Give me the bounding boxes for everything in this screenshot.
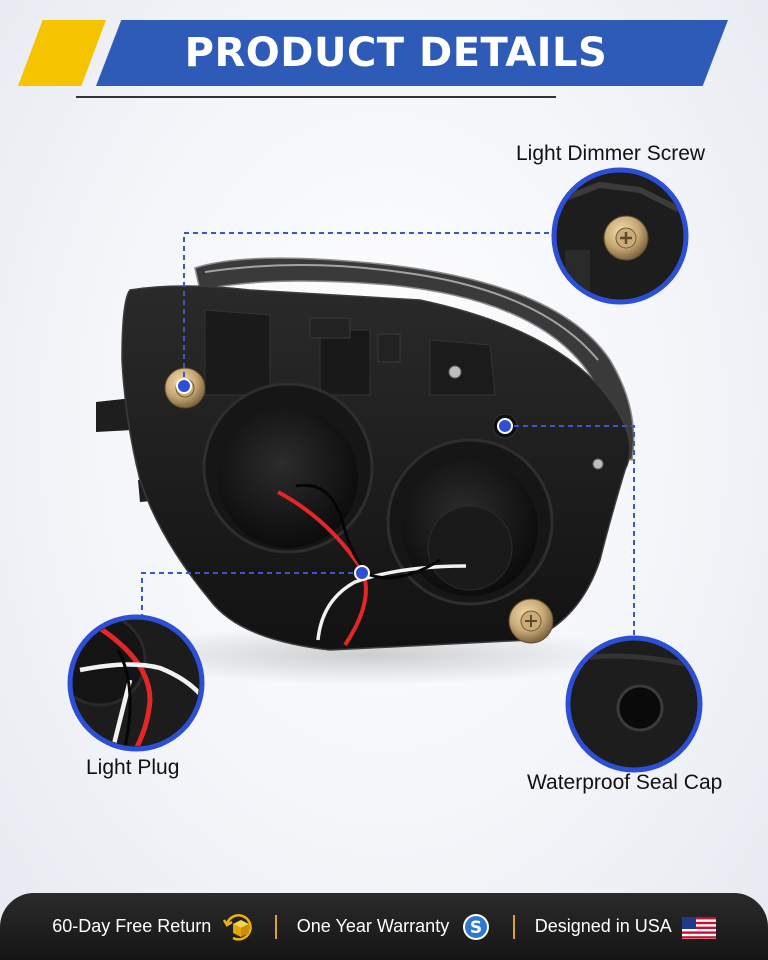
- header-banner: PRODUCT DETAILS: [0, 0, 768, 100]
- footer-item-usa: Designed in USA: [535, 912, 716, 942]
- svg-text:S: S: [470, 918, 482, 938]
- wire-black: [295, 483, 441, 580]
- callout-markers: [176, 378, 513, 581]
- headlight-housing: [121, 285, 631, 651]
- footer-item-return: 60-Day Free Return: [52, 912, 255, 942]
- footer-item-warranty: One Year Warranty S: [297, 912, 493, 942]
- footer-separator: [513, 914, 515, 939]
- wire-white: [316, 564, 467, 641]
- callout-leader-lines: [141, 232, 635, 640]
- banner-blue-panel: [96, 20, 728, 86]
- banner-underline: [76, 96, 556, 98]
- footer-usa-label: Designed in USA: [534, 916, 672, 936]
- return-box-icon: [223, 913, 253, 941]
- footer-return-label: 60-Day Free Return: [52, 916, 212, 936]
- callout-label-light-plug: Light Plug: [86, 756, 180, 779]
- zoom-seal-cap: [565, 635, 703, 773]
- callout-label-seal-cap: Waterproof Seal Cap: [527, 771, 723, 794]
- warranty-shield-icon: S: [463, 913, 490, 940]
- footer-bar: 60-Day Free Return One Year Warranty S D…: [0, 893, 768, 960]
- mounting-tab-left: [96, 398, 132, 432]
- headlight-lens-rim: [194, 257, 635, 461]
- page-title: PRODUCT DETAILS: [184, 30, 608, 76]
- zoom-light-plug: [67, 614, 205, 752]
- footer-separator: [275, 914, 277, 939]
- callout-label-dimmer-screw: Light Dimmer Screw: [516, 142, 706, 165]
- zoom-dimmer-screw: [551, 167, 689, 305]
- footer-warranty-label: One Year Warranty: [296, 916, 450, 936]
- usa-flag-icon: [681, 916, 716, 939]
